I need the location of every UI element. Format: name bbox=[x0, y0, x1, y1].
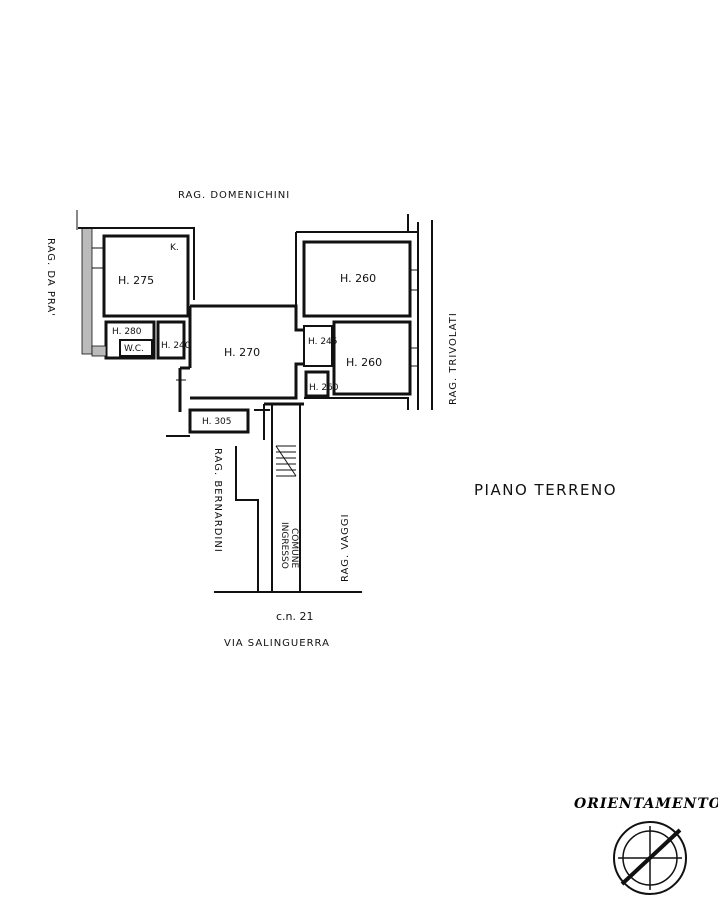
corridor-east: H. 245 H. 260 bbox=[303, 325, 339, 398]
room-e-label: H. 260 bbox=[346, 356, 382, 369]
floor-title: PIANO TERRENO bbox=[474, 481, 617, 499]
room-ne: H. 260 bbox=[302, 240, 418, 318]
room-small-a-label: H. 280 bbox=[112, 327, 142, 337]
neighbour-north-label: RAG. DOMENICHINI bbox=[178, 190, 290, 201]
kitchen-mark: K. bbox=[170, 243, 179, 253]
neighbour-south-east-label: RAG. VAGGI bbox=[340, 513, 351, 582]
room-small-b-label: H. 240 bbox=[161, 341, 191, 351]
entry-hall: H. 305 bbox=[166, 408, 270, 437]
room-e: H. 260 bbox=[304, 320, 418, 410]
orientation-label: ORIENTAMENTO bbox=[574, 796, 718, 812]
small-rooms: H. 280 W.C. H. 240 bbox=[91, 320, 191, 360]
closet-label: H. 260 bbox=[309, 383, 339, 393]
compass-icon bbox=[613, 821, 687, 895]
common-entrance-line2: COMUNE bbox=[289, 528, 299, 568]
room-ne-label: H. 260 bbox=[340, 272, 376, 285]
neighbour-west-label: RAG. DA PRA' bbox=[45, 238, 56, 317]
corridor-east-label: H. 245 bbox=[308, 337, 338, 347]
street-number-label: c.n. 21 bbox=[276, 610, 314, 623]
street-name-label: VIA SALINGUERRA bbox=[224, 638, 330, 649]
common-entrance-line1: INGRESSO bbox=[279, 522, 289, 569]
entry-hall-label: H. 305 bbox=[202, 417, 232, 427]
room-central: H. 270 bbox=[176, 304, 304, 412]
common-entrance: INGRESSO COMUNE bbox=[214, 402, 362, 593]
neighbour-middle-label: RAG. BERNARDINI bbox=[212, 448, 223, 553]
room-nw-label: H. 275 bbox=[118, 274, 154, 287]
room-nw: H. 275 K. bbox=[92, 234, 190, 318]
room-central-label: H. 270 bbox=[224, 346, 260, 359]
neighbour-east-label: RAG. TRIVOLATI bbox=[448, 312, 459, 405]
boundary-walls bbox=[76, 210, 433, 410]
wc-label: W.C. bbox=[124, 344, 144, 354]
